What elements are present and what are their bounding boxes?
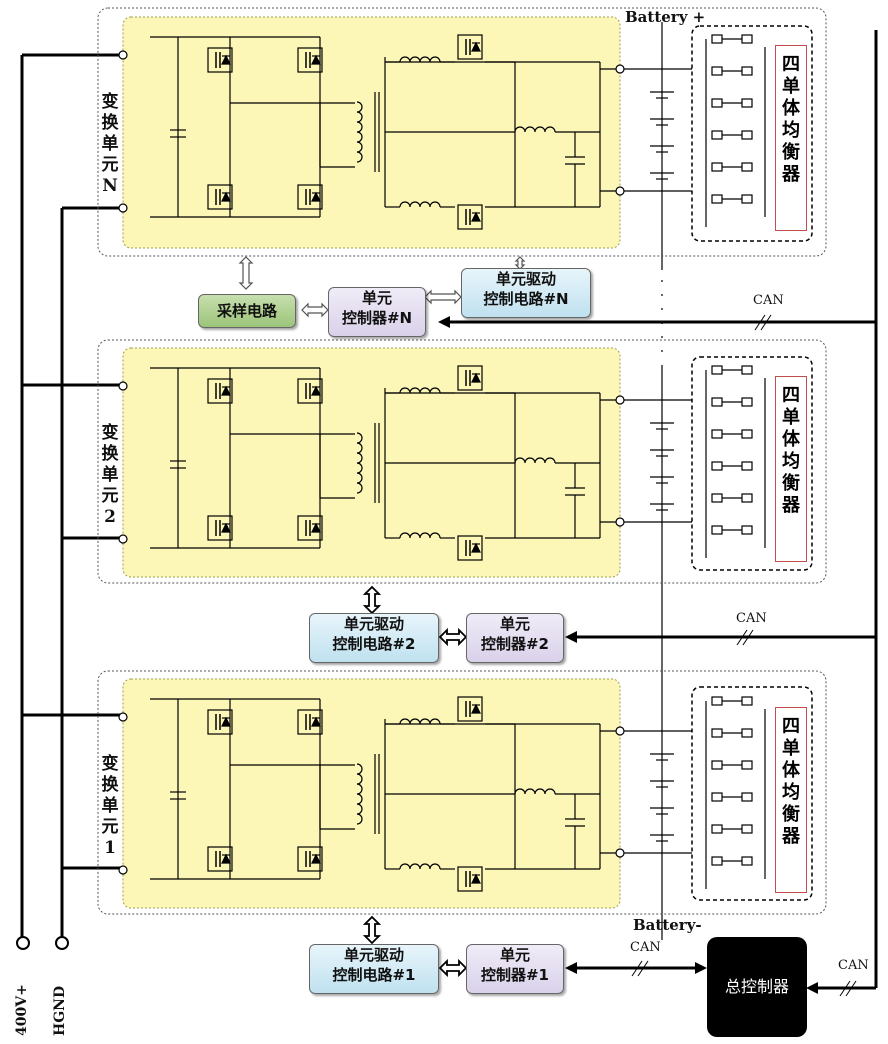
balancer-char: 四 xyxy=(782,716,800,737)
balancer-char: 四 xyxy=(782,385,800,406)
unit-label-char: 1 xyxy=(104,838,116,858)
unit-label-char: 换 xyxy=(101,113,119,133)
balancer-char: 体 xyxy=(782,98,800,119)
balancer-char: 器 xyxy=(782,495,800,516)
unit-label-char: 换 xyxy=(101,444,119,464)
balancer-char: 单 xyxy=(782,76,800,97)
balancer-label-1: 四单体均衡器 xyxy=(775,707,807,893)
converter-unit-1 xyxy=(97,670,827,915)
balancer-char: 均 xyxy=(782,451,800,472)
master-controller: 总控制器 xyxy=(707,937,807,1037)
converter-circuits xyxy=(118,34,766,892)
rail-400v-label: 400V+ xyxy=(14,984,30,1036)
unit-driver-1: 单元驱动 控制电路#1 xyxy=(309,944,439,994)
can-bus xyxy=(445,30,878,990)
power-rails xyxy=(20,53,123,940)
balancer-char: 均 xyxy=(782,782,800,803)
balancer-char: 体 xyxy=(782,429,800,450)
unit-label-char: 单 xyxy=(101,134,119,154)
unit-label-char: 2 xyxy=(104,507,116,527)
unit-label-char: 单 xyxy=(101,465,119,485)
balancer-char: 器 xyxy=(782,164,800,185)
unit-label-char: 换 xyxy=(101,775,119,795)
terminal-400v xyxy=(16,936,30,950)
balancer-label-N: 四单体均衡器 xyxy=(775,45,807,231)
balancer-char: 单 xyxy=(782,407,800,428)
balancer-char: 衡 xyxy=(782,142,800,163)
unit-label-char: 元 xyxy=(101,155,119,175)
balancer-char: 均 xyxy=(782,120,800,141)
battery-minus-label: Battery- xyxy=(633,916,702,934)
unit-driver-N: 单元驱动 控制电路#N xyxy=(461,268,591,318)
unit-driver-2: 单元驱动 控制电路#2 xyxy=(309,613,439,663)
can-label-N: CAN xyxy=(753,293,784,308)
converter-unit-N xyxy=(97,7,827,257)
unit-label-char: 变 xyxy=(101,92,119,112)
balancer-char: 体 xyxy=(782,760,800,781)
balancer-char: 器 xyxy=(782,826,800,847)
balancer-char: 衡 xyxy=(782,473,800,494)
unit-label-char: 变 xyxy=(101,754,119,774)
balancer-char: 衡 xyxy=(782,804,800,825)
can-label-master: CAN xyxy=(838,958,869,973)
terminal-hgnd xyxy=(55,936,69,950)
unit-label-char: 元 xyxy=(101,486,119,506)
can-label-2: CAN xyxy=(736,611,767,626)
unit-label-char: N xyxy=(102,176,118,196)
can-label-1: CAN xyxy=(630,940,661,955)
unit-label-char: 元 xyxy=(101,817,119,837)
balancer-char: 四 xyxy=(782,54,800,75)
converter-unit-2 xyxy=(97,339,827,584)
rail-hgnd-label: HGND xyxy=(52,985,68,1036)
unit-label-char: 变 xyxy=(101,423,119,443)
unit-controller-N: 单元 控制器#N xyxy=(328,287,426,337)
unit-label-char: 单 xyxy=(101,796,119,816)
balancer-label-2: 四单体均衡器 xyxy=(775,376,807,562)
balancer-char: 单 xyxy=(782,738,800,759)
sampling-circuit-box: 采样电路 xyxy=(198,294,296,328)
battery-plus-label: Battery + xyxy=(625,8,706,26)
unit-controller-2: 单元 控制器#2 xyxy=(466,613,564,663)
unit-controller-1: 单元 控制器#1 xyxy=(466,944,564,994)
